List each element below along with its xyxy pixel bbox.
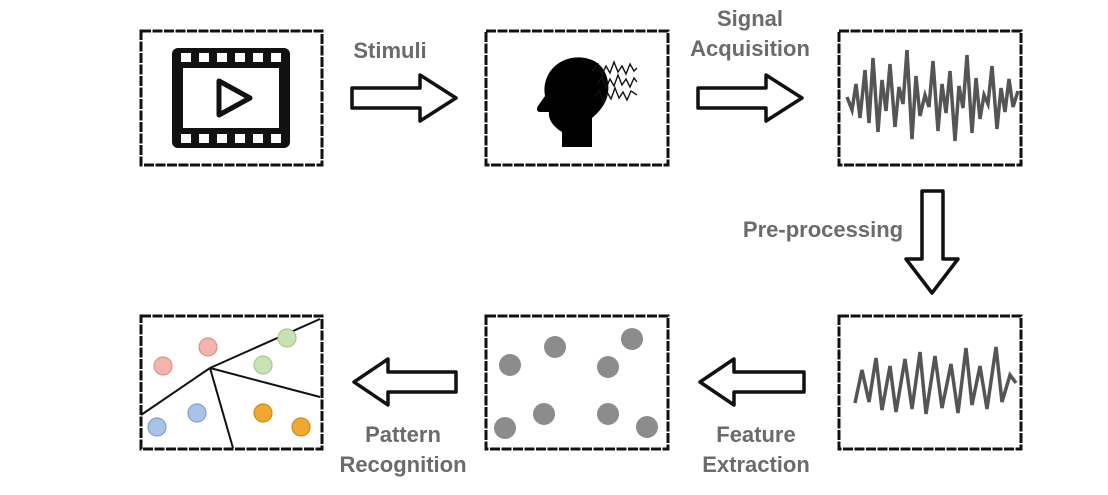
- label-pre-processing: Pre-processing: [728, 215, 918, 245]
- label-feature-extraction: Feature Extraction: [676, 420, 836, 480]
- class-point-red: [153, 356, 173, 376]
- decision-boundaries: [140, 318, 321, 449]
- panel-feature-points: [484, 314, 670, 451]
- label-stimuli-text: Stimuli: [353, 38, 427, 63]
- raw-signal-waveform: [845, 49, 1020, 142]
- label-pattern-recognition-line2: Recognition: [339, 452, 467, 477]
- panel-eeg-head: [484, 29, 670, 167]
- arrow-left-pattern-recognition: [352, 357, 458, 407]
- arrow-left-feature-extraction: [698, 357, 806, 407]
- label-pattern-recognition-line1: Pattern: [365, 422, 441, 447]
- arrow-right-acquisition: [696, 73, 804, 123]
- arrow-down-preprocessing: [904, 189, 960, 295]
- panel-stimulus-video: [139, 29, 324, 167]
- arrow-right-stimuli: [350, 73, 458, 123]
- label-stimuli: Stimuli: [330, 36, 450, 66]
- panel-classification: [139, 314, 324, 451]
- film-play-icon: [172, 48, 290, 148]
- class-point-blue: [187, 403, 207, 423]
- smooth-signal-waveform: [853, 346, 1018, 415]
- class-point-green: [253, 355, 273, 375]
- label-signal-acquisition: Signal Acquisition: [670, 4, 830, 64]
- feature-point: [621, 328, 643, 350]
- label-signal-acquisition-line2: Acquisition: [690, 36, 810, 61]
- panel-raw-signal: [837, 29, 1023, 167]
- class-point-orange: [291, 417, 311, 437]
- feature-point: [636, 416, 658, 438]
- class-point-orange: [253, 403, 273, 423]
- feature-point: [597, 356, 619, 378]
- feature-point: [494, 417, 516, 439]
- label-pattern-recognition: Pattern Recognition: [318, 420, 488, 480]
- head-silhouette-icon: [536, 57, 609, 147]
- class-point-blue: [147, 417, 167, 437]
- feature-point: [597, 403, 619, 425]
- label-signal-acquisition-line1: Signal: [716, 6, 783, 31]
- eeg-wave-icon: [591, 60, 638, 103]
- play-icon: [216, 78, 253, 118]
- class-point-green: [277, 328, 297, 348]
- label-pre-processing-text: Pre-processing: [742, 217, 904, 242]
- panel-preprocessed-signal: [837, 314, 1023, 451]
- feature-point: [499, 354, 521, 376]
- label-feature-extraction-line1: Feature: [716, 422, 796, 447]
- feature-point: [544, 336, 566, 358]
- feature-point: [533, 403, 555, 425]
- label-feature-extraction-line2: Extraction: [702, 452, 810, 477]
- class-point-red: [198, 337, 218, 357]
